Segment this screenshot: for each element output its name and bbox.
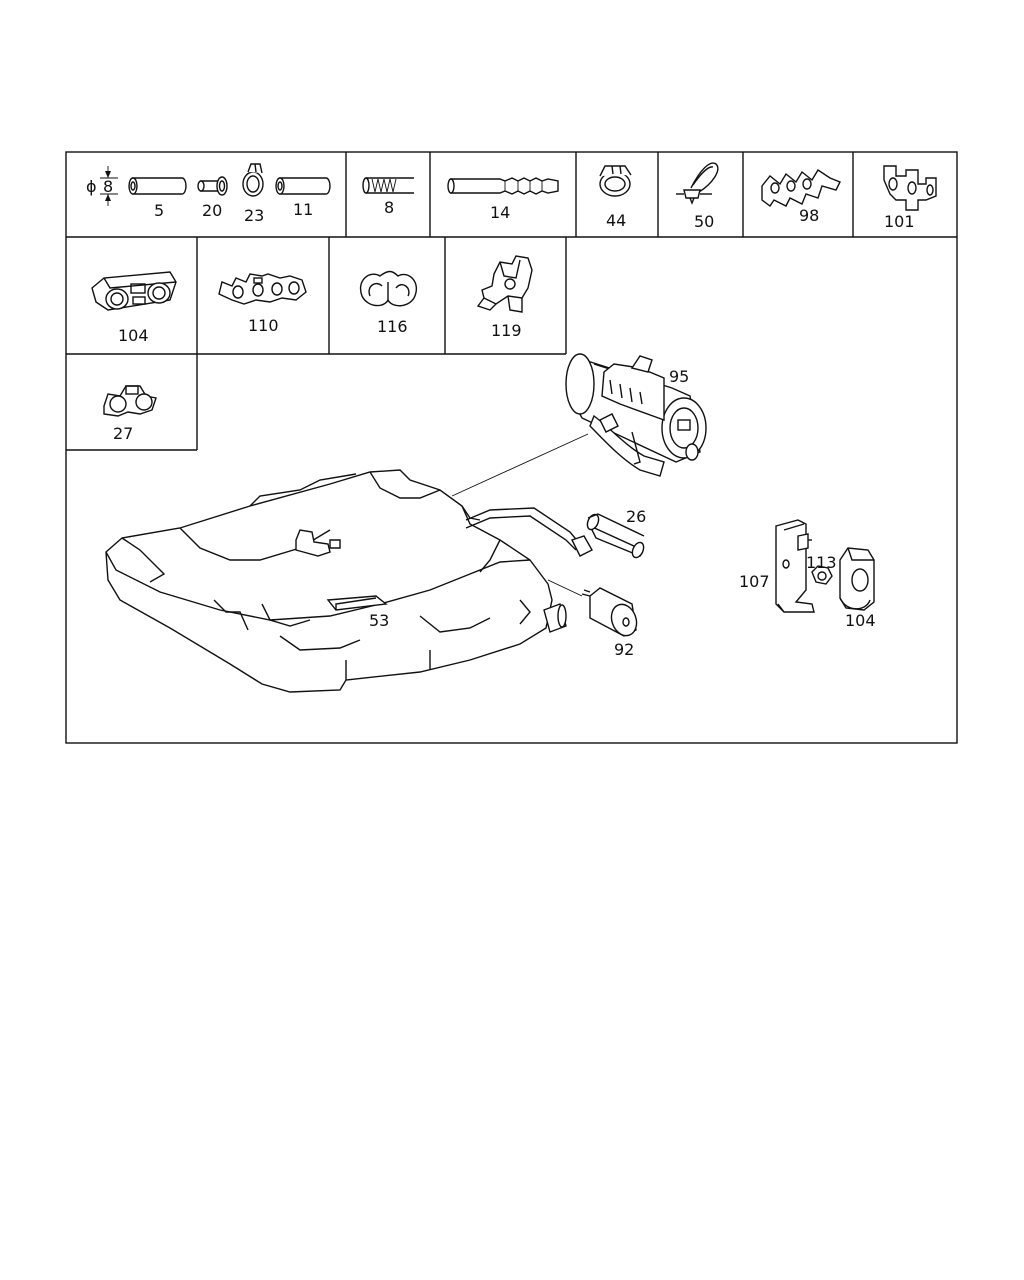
label-95: 95 (669, 367, 689, 386)
part-50-cable-tie (676, 162, 719, 205)
label-104-bottom: 104 (845, 611, 876, 630)
fuel-tank (105, 469, 593, 693)
label-11: 11 (293, 200, 313, 219)
part-104-double-clip (91, 271, 177, 311)
part-14-ribbed-hose (447, 177, 559, 195)
label-98: 98 (799, 206, 819, 225)
part-23-clamp (242, 163, 264, 197)
label-20: 20 (202, 201, 222, 220)
diameter-value: 8 (103, 177, 113, 196)
part-119-bracket-clip (476, 255, 533, 313)
part-11-hose (275, 177, 331, 195)
part-98-multi-clip (761, 169, 841, 208)
label-14: 14 (490, 203, 510, 222)
part-113-nut (811, 565, 833, 585)
diagram-frame (65, 151, 958, 744)
part-110-multi-clip (218, 273, 307, 305)
part-107-bracket (775, 519, 815, 613)
label-44: 44 (606, 211, 626, 230)
label-101: 101 (884, 212, 915, 231)
label-26: 26 (626, 507, 646, 526)
label-113: 113 (806, 553, 837, 572)
label-27: 27 (113, 424, 133, 443)
part-95-fuel-pump (565, 353, 707, 477)
diameter-dimension: ϕ 8 (86, 166, 118, 206)
label-50: 50 (694, 212, 714, 231)
label-119: 119 (491, 321, 522, 340)
label-5: 5 (154, 201, 164, 220)
label-104-top: 104 (118, 326, 149, 345)
label-8: 8 (384, 198, 394, 217)
label-107: 107 (739, 572, 770, 591)
part-116-twin-clip (359, 270, 417, 307)
part-8-spring-hose (362, 177, 414, 194)
part-101-stacked-clip (883, 165, 937, 211)
label-53: 53 (369, 611, 389, 630)
part-92-fuel-filter (581, 587, 638, 637)
label-23: 23 (244, 206, 264, 225)
part-44-clamp (599, 165, 632, 197)
leader-lines (451, 433, 589, 597)
label-110: 110 (248, 316, 279, 335)
part-5-hose (128, 177, 187, 195)
label-92: 92 (614, 640, 634, 659)
label-116: 116 (377, 317, 408, 336)
part-20-connector (197, 176, 228, 196)
diameter-symbol: ϕ (86, 177, 97, 196)
part-26-hose (586, 513, 645, 559)
part-27-clip (103, 385, 157, 417)
part-104-clip-bottom (839, 547, 875, 611)
